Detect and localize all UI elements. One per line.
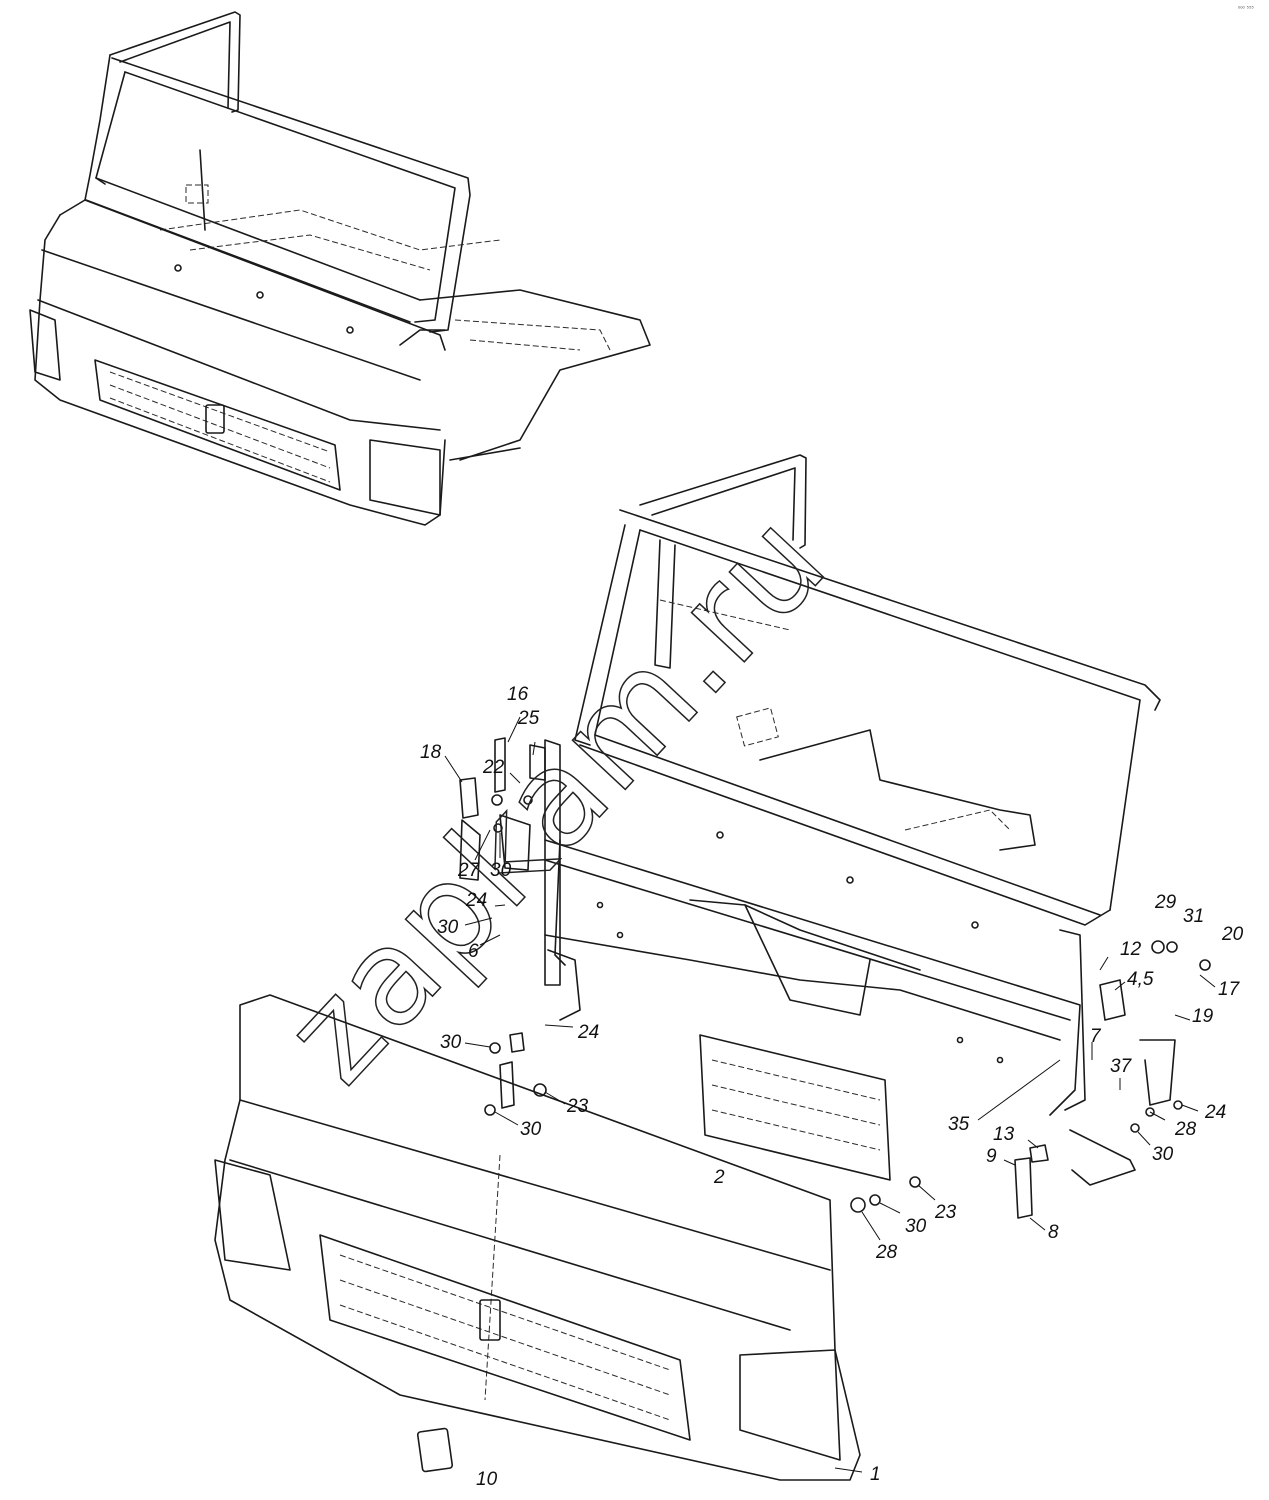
callout-35: 35	[948, 1114, 970, 1135]
watermark-text: zapkam.ru	[256, 484, 857, 1112]
callout-23b: 23	[934, 1202, 957, 1223]
callout-22: 22	[482, 757, 505, 778]
callout-9: 9	[986, 1146, 997, 1167]
callout-24c: 24	[1204, 1102, 1226, 1123]
callout-24b: 24	[577, 1022, 599, 1043]
callout-27: 27	[457, 860, 481, 881]
callout-16: 16	[507, 684, 529, 705]
callout-30e: 30	[905, 1216, 927, 1237]
callout-18: 18	[420, 742, 442, 763]
callout-13: 13	[993, 1124, 1015, 1145]
callout-6: 6	[468, 941, 479, 962]
callout-4-5: 4,5	[1127, 969, 1154, 990]
callout-30c: 30	[440, 1032, 462, 1053]
callout-10: 10	[476, 1469, 498, 1490]
callout-30d: 30	[520, 1119, 542, 1140]
front-panel-drawing	[214, 994, 861, 1481]
assembled-cab-drawing	[29, 11, 651, 526]
callout-30b: 30	[437, 917, 459, 938]
callout-17: 17	[1218, 979, 1241, 1000]
corner-mark: ᵒᵒᵒ ⁵⁵⁵	[1238, 5, 1254, 12]
callout-24a: 24	[465, 890, 487, 911]
callout-8: 8	[1048, 1222, 1059, 1243]
callout-2: 2	[713, 1167, 725, 1188]
callout-30f: 30	[1152, 1144, 1174, 1165]
callout-12: 12	[1120, 939, 1142, 960]
cab-frame-drawing	[459, 454, 1211, 1219]
callout-20: 20	[1221, 924, 1244, 945]
callout-23a: 23	[566, 1096, 589, 1117]
part-callouts: 1 2 4,5 6 7 8 9 10 12 13 16 17 18 19 20 …	[420, 684, 1244, 1490]
leader-lines	[444, 716, 1216, 1473]
callout-28a: 28	[1174, 1119, 1197, 1140]
callout-31: 31	[1183, 906, 1204, 927]
callout-1: 1	[870, 1464, 881, 1485]
callout-28b: 28	[875, 1242, 898, 1263]
callout-37: 37	[1110, 1056, 1133, 1077]
callout-25: 25	[517, 708, 540, 729]
callout-29: 29	[1154, 892, 1177, 913]
callout-19: 19	[1192, 1006, 1214, 1027]
callout-7: 7	[1090, 1026, 1102, 1047]
callout-30a: 30	[490, 860, 512, 881]
